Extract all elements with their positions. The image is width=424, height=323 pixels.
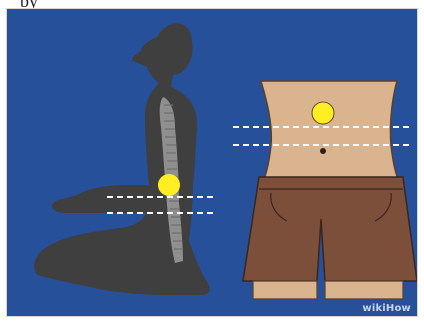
front-torso [261, 81, 401, 185]
illustration-panel: wikiHow [6, 8, 418, 317]
shorts [243, 177, 417, 299]
body-silhouette [34, 23, 210, 295]
illustration [7, 9, 418, 317]
wikihow-watermark: wikiHow [362, 303, 411, 314]
torso-skin [261, 81, 401, 185]
kneeling-silhouette [34, 23, 210, 295]
above-navel-marker [312, 102, 334, 124]
navel-icon [320, 148, 326, 154]
left-thigh [253, 281, 317, 299]
header-text: by [20, 0, 38, 8]
shorts-shape [243, 177, 417, 281]
cropped-header-text: by [0, 0, 424, 8]
right-thigh [325, 281, 403, 299]
lower-spine-marker [158, 174, 180, 196]
